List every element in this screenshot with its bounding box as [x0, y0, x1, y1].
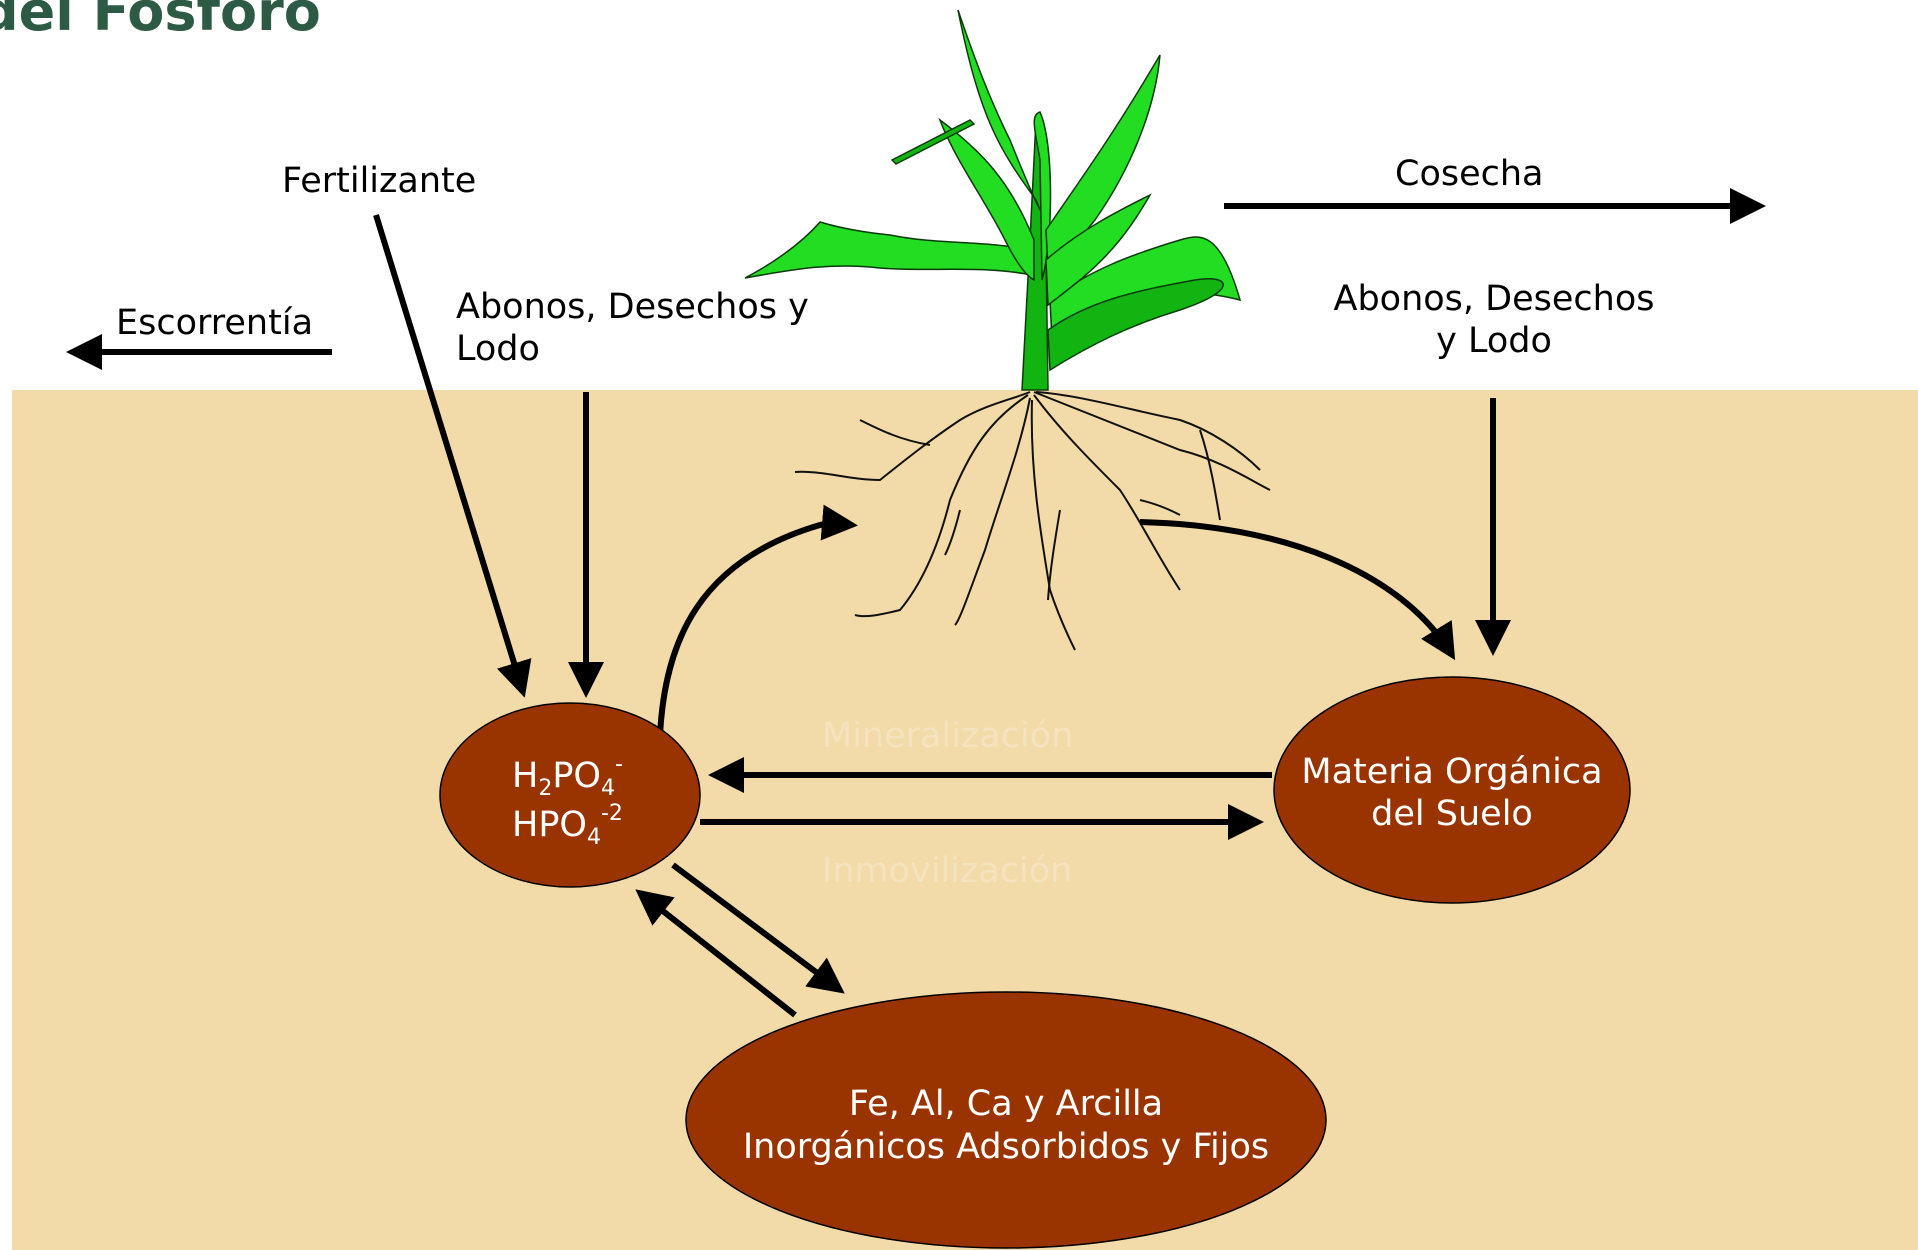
label-abonos-left-line1: Abonos, Desechos y — [456, 287, 809, 327]
organic-matter-line1: Materia Orgánica — [1301, 752, 1602, 792]
inorganic-pool-line1: Fe, Al, Ca y Arcilla — [849, 1084, 1163, 1124]
label-fertilizante: Fertilizante — [282, 161, 476, 201]
label-inmovilizacion: Inmovilización — [822, 851, 1072, 891]
organic-matter-line2: del Suelo — [1371, 794, 1533, 834]
label-abonos-right-line2: y Lodo — [1436, 321, 1552, 361]
page-title: del Fósforo — [0, 0, 321, 43]
label-escorrentia: Escorrentía — [116, 303, 313, 343]
label-abonos-left-line2: Lodo — [456, 329, 540, 369]
label-abonos-right-line1: Abonos, Desechos — [1334, 279, 1655, 319]
inorganic-pool-line2: Inorgánicos Adsorbidos y Fijos — [743, 1127, 1269, 1167]
plant-illustration — [745, 10, 1240, 390]
label-cosecha: Cosecha — [1395, 154, 1544, 194]
label-mineralizacion: Mineralización — [822, 716, 1073, 756]
